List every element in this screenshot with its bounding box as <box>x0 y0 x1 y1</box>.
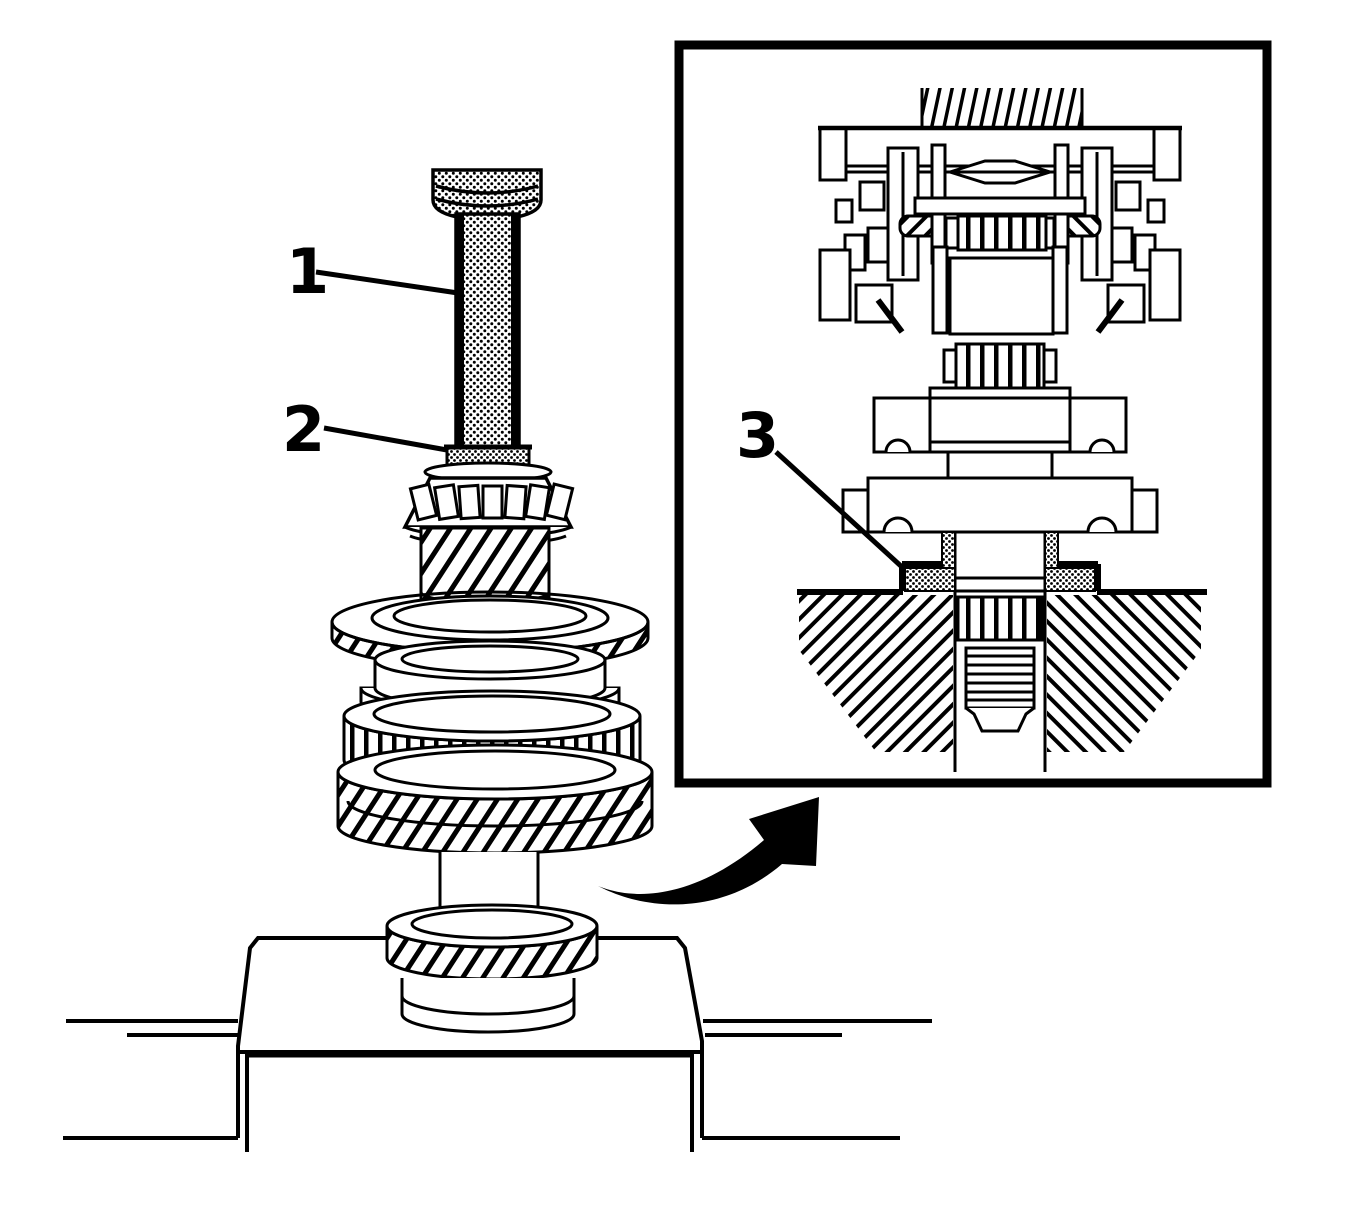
section-lower-flange <box>841 476 1159 534</box>
callout-2-label: 2 <box>282 393 325 466</box>
section-shaft-in-hole <box>956 595 1044 733</box>
section-shaft-center <box>913 159 1087 216</box>
bearing-race-right <box>1044 567 1096 592</box>
callout-3-label: 3 <box>736 399 779 472</box>
section-spline-upper <box>956 214 1048 252</box>
section-spline-lower <box>954 342 1046 390</box>
bearing-race-section <box>899 531 1101 592</box>
callout-2-leader <box>323 425 448 453</box>
section-lower-cylinder <box>928 386 1072 478</box>
section-input-shaft <box>922 88 1082 128</box>
section-gear-hub <box>953 530 1047 593</box>
callout-3-leader <box>774 450 904 569</box>
bearing-race-left <box>904 567 956 592</box>
inset-detail-box <box>674 40 1272 788</box>
thrust-disc <box>400 978 576 1034</box>
callout-1-leader <box>315 269 459 296</box>
callout-2: 2 <box>282 393 448 466</box>
callout-1: 1 <box>286 235 459 308</box>
section-hub-block <box>948 256 1055 336</box>
lower-pinion-gear <box>385 903 599 981</box>
callout-1-label: 1 <box>286 235 329 308</box>
large-helical-gear <box>336 743 654 855</box>
detail-arrow <box>598 797 819 905</box>
callout-3: 3 <box>736 399 904 569</box>
press-tool <box>431 168 543 449</box>
bearing-rollers <box>408 482 575 522</box>
cross-section <box>797 88 1207 772</box>
tool-shaft <box>454 212 521 449</box>
press-plate-section <box>797 589 1207 772</box>
section-synchronizer-left <box>818 143 960 454</box>
